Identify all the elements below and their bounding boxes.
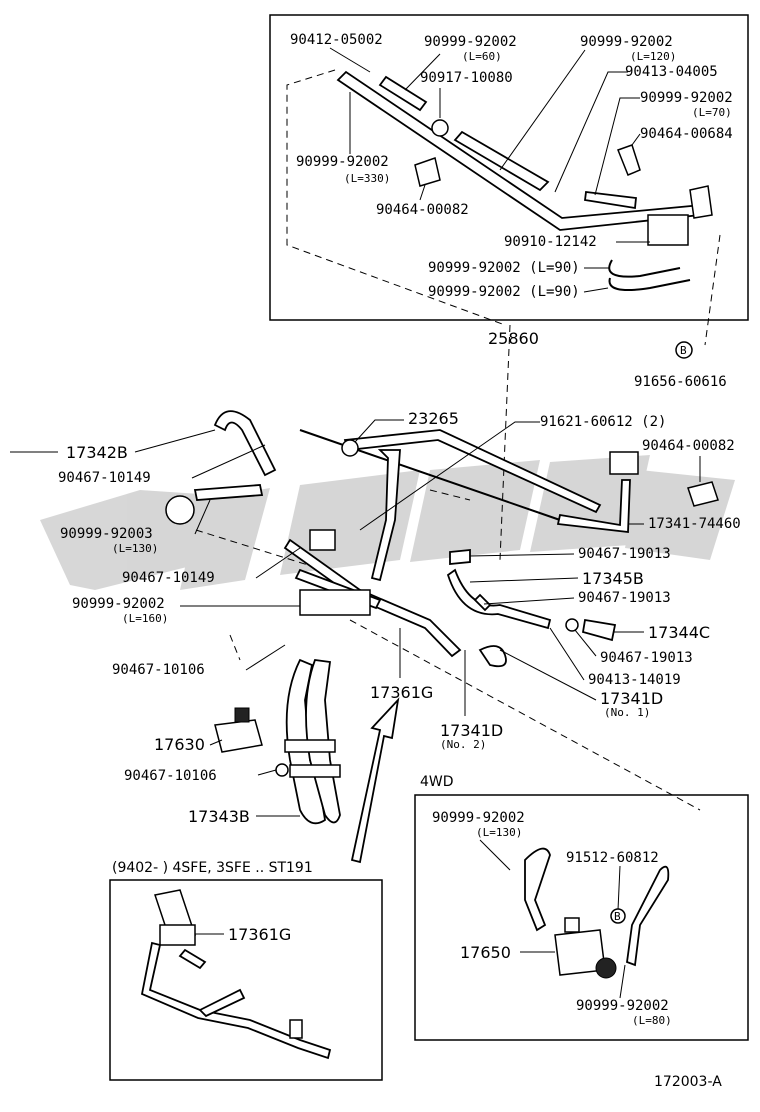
label-90910-12142: 90910-12142 bbox=[504, 234, 597, 250]
leader-line bbox=[404, 53, 441, 91]
label-90464-00082-top: 90464-00082 bbox=[376, 202, 469, 218]
top-detail-box bbox=[269, 14, 749, 321]
main-hose-assembly bbox=[165, 410, 639, 864]
leader-line bbox=[329, 47, 371, 73]
main-dashed-lines bbox=[195, 324, 701, 811]
leader-line bbox=[469, 577, 579, 583]
leader-line bbox=[479, 839, 511, 871]
label-90467-10149-lower: 90467-10149 bbox=[122, 570, 215, 586]
label-90413-04005: 90413-04005 bbox=[625, 64, 718, 80]
label-length-l130-mid: (L=130) bbox=[112, 542, 158, 555]
leader-line bbox=[574, 629, 597, 657]
label-90999-92002-l130-4wd: 90999-92002 bbox=[432, 810, 525, 826]
label-17630: 17630 bbox=[154, 735, 205, 754]
label-17650: 17650 bbox=[460, 943, 511, 962]
label-17361g-main: 17361G bbox=[370, 683, 433, 702]
leader-line bbox=[619, 964, 626, 999]
label-91621-60612: 91621-60612 (2) bbox=[540, 414, 666, 430]
leader-line bbox=[257, 769, 277, 776]
leader-line bbox=[554, 71, 628, 193]
leader-line bbox=[134, 429, 216, 453]
label-length-l160: (L=160) bbox=[122, 612, 168, 625]
label-90999-92002-l330: 90999-92002 bbox=[296, 154, 389, 170]
leader-line bbox=[469, 553, 575, 557]
label-23265: 23265 bbox=[408, 409, 459, 428]
label-17341-74460: 17341-74460 bbox=[648, 516, 741, 532]
ref-b-circle-4wd bbox=[610, 908, 626, 924]
label-90412-05002: 90412-05002 bbox=[290, 32, 383, 48]
label-90999-92002-l90-a: 90999-92002 (L=90) bbox=[428, 260, 580, 276]
label-90999-92003: 90999-92003 bbox=[60, 526, 153, 542]
reference-arrow bbox=[350, 697, 400, 864]
label-17341d-no2-sub: (No. 2) bbox=[440, 738, 486, 751]
leader-line bbox=[499, 649, 597, 701]
label-90464-00684: 90464-00684 bbox=[640, 126, 733, 142]
variant-pipe-assembly bbox=[140, 889, 332, 1060]
leader-line bbox=[191, 444, 266, 479]
label-90467-19013-a: 90467-19013 bbox=[578, 546, 671, 562]
label-length-l330: (L=330) bbox=[344, 172, 390, 185]
label-length-l120: (L=120) bbox=[630, 50, 676, 63]
label-90999-92002-l120: 90999-92002 bbox=[580, 34, 673, 50]
leader-line bbox=[594, 97, 640, 196]
label-90999-92002-l70: 90999-92002 bbox=[640, 90, 733, 106]
label-90464-00082-mid: 90464-00082 bbox=[642, 438, 735, 454]
label-90999-92002-l90-b: 90999-92002 (L=90) bbox=[428, 284, 580, 300]
label-17342b: 17342B bbox=[66, 443, 128, 462]
label-90467-10106-upper: 90467-10106 bbox=[112, 662, 205, 678]
label-length-l70: (L=70) bbox=[692, 106, 732, 119]
ref-b-label-4wd: B bbox=[614, 910, 621, 923]
label-90413-14019: 90413-14019 bbox=[588, 672, 681, 688]
label-17341d-no1-sub: (No. 1) bbox=[604, 706, 650, 719]
label-91512-60812: 91512-60812 bbox=[566, 850, 659, 866]
leader-line bbox=[354, 419, 404, 443]
label-90467-10106-lower: 90467-10106 bbox=[124, 768, 217, 784]
label-90999-92002-l80: 90999-92002 bbox=[576, 998, 669, 1014]
diagram-id: 172003-A bbox=[654, 1074, 722, 1090]
label-90917-10080: 90917-10080 bbox=[420, 70, 513, 86]
clip-90464-00082 bbox=[687, 481, 719, 507]
label-17344c: 17344C bbox=[648, 623, 710, 642]
leader-line bbox=[209, 739, 223, 746]
leader-line bbox=[255, 547, 301, 579]
top-hose-assembly bbox=[336, 70, 713, 291]
label-17343b: 17343B bbox=[188, 807, 250, 826]
4wd-detail-box bbox=[414, 794, 749, 1041]
label-90999-92002-l160: 90999-92002 bbox=[72, 596, 165, 612]
top-box-dashed-outline bbox=[286, 69, 721, 346]
leader-line bbox=[194, 499, 211, 535]
label-90467-19013-b: 90467-19013 bbox=[578, 590, 671, 606]
leader-line bbox=[419, 184, 426, 201]
variant-box-title: (9402- ) 4SFE, 3SFE .. ST191 bbox=[112, 860, 313, 876]
leader-line bbox=[631, 133, 641, 146]
label-17341d-no2: 17341D bbox=[440, 721, 503, 740]
leader-line bbox=[499, 49, 586, 171]
ref-b-label-top: B bbox=[680, 344, 687, 357]
label-17345b: 17345B bbox=[582, 569, 644, 588]
label-17361g-variant: 17361G bbox=[228, 925, 291, 944]
label-length-l80: (L=80) bbox=[632, 1014, 672, 1027]
label-length-l60: (L=60) bbox=[462, 50, 502, 63]
ref-b-circle-top bbox=[675, 341, 693, 359]
leader-line bbox=[583, 287, 609, 293]
label-90999-92002-l60: 90999-92002 bbox=[424, 34, 517, 50]
variant-detail-box bbox=[109, 879, 383, 1081]
4wd-box-title: 4WD bbox=[420, 774, 454, 790]
leader-line bbox=[359, 421, 540, 531]
label-90467-19013-c: 90467-19013 bbox=[600, 650, 693, 666]
leader-line bbox=[483, 597, 575, 605]
4wd-hose-assembly bbox=[524, 847, 670, 979]
leader-line bbox=[245, 644, 286, 671]
label-length-l130-4wd: (L=130) bbox=[476, 826, 522, 839]
top-box-reference-25860: 25860 bbox=[488, 329, 539, 348]
leader-line bbox=[617, 865, 621, 911]
label-90467-10149-upper: 90467-10149 bbox=[58, 470, 151, 486]
leader-line bbox=[549, 627, 585, 681]
label-17341d-no1: 17341D bbox=[600, 689, 663, 708]
label-91656-60616: 91656-60616 bbox=[634, 374, 727, 390]
